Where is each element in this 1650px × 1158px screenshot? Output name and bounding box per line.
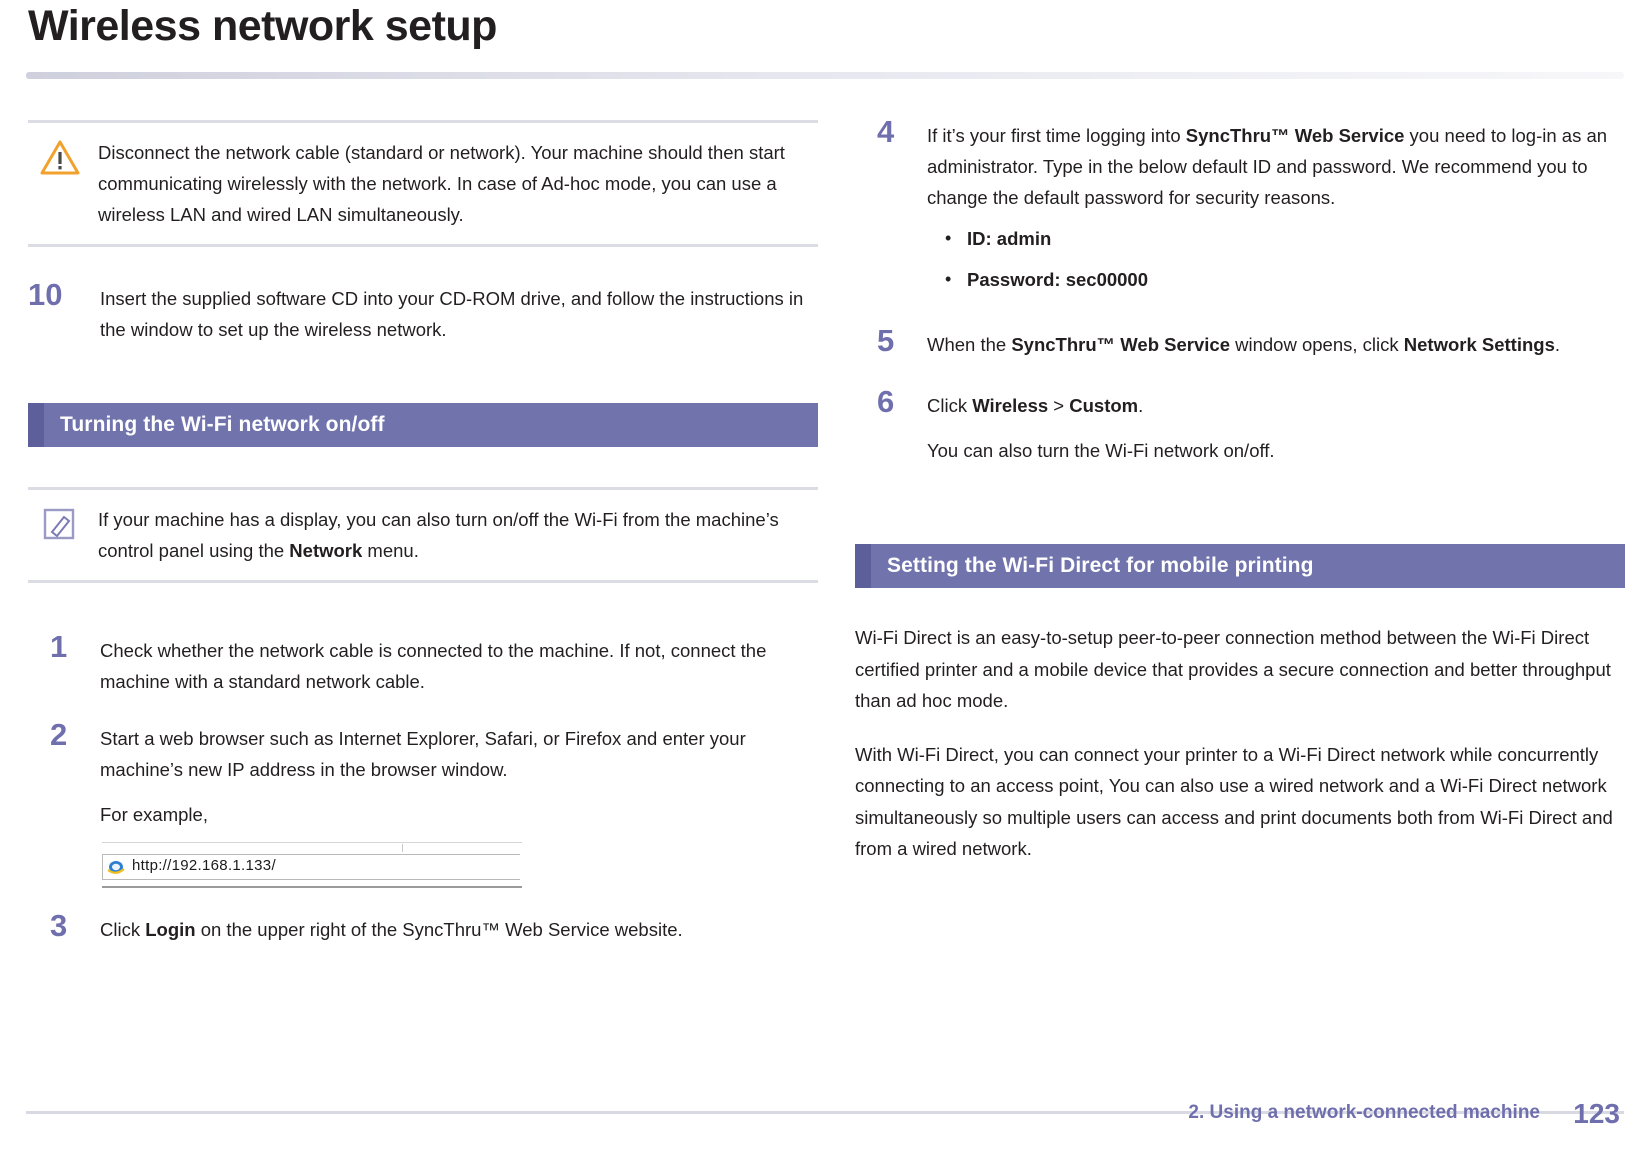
tip-note-bold: Network (289, 540, 363, 561)
page-title: Wireless network setup (28, 2, 497, 50)
step-2-example-label: For example, (100, 804, 208, 825)
browser-address-bar-figure: http://192.168.1.133/ (102, 842, 522, 888)
step-5-text-part2: window opens, click (1229, 334, 1404, 355)
wifi-direct-paragraph-2: With Wi-Fi Direct, you can connect your … (855, 743, 1613, 860)
step-10-number: 10 (28, 277, 63, 312)
step-2-number: 2 (50, 717, 68, 752)
step-3-text: Click Login on the upper right of the Sy… (100, 914, 818, 945)
step-10-text: Insert the supplied software CD into you… (100, 288, 804, 340)
address-bar-url-text: http://192.168.1.133/ (132, 857, 276, 874)
left-column: Disconnect the network cable (standard o… (28, 120, 818, 971)
step-5-bold-2: Network Settings (1403, 334, 1555, 355)
note-pencil-icon (40, 506, 80, 544)
step-1-number: 1 (50, 629, 68, 664)
bullet-dot-icon: • (945, 269, 952, 289)
step-6: 6 Click Wireless > Custom. You can also … (855, 384, 1625, 466)
title-divider (26, 72, 1624, 79)
tip-note: If your machine has a display, you can a… (28, 487, 818, 583)
address-bar-field (102, 854, 520, 880)
section-heading-turning-wifi: Turning the Wi-Fi network on/off (28, 403, 818, 447)
warning-note-text: Disconnect the network cable (standard o… (98, 142, 785, 225)
step-1-text: Check whether the network cable is conne… (100, 640, 767, 692)
step-3-bold: Login (145, 919, 196, 940)
step-4-bullet-password: • Password: sec00000 (927, 264, 1625, 295)
right-column: 4 If it’s your first time logging into S… (855, 114, 1625, 887)
step-6-number: 6 (877, 384, 895, 419)
wifi-direct-paragraph-1: Wi-Fi Direct is an easy-to-setup peer-to… (855, 627, 1611, 711)
section-heading-wifi-direct: Setting the Wi-Fi Direct for mobile prin… (855, 544, 1625, 588)
footer-page-number: 123 (1573, 1098, 1620, 1129)
footer-chapter-label: 2. Using a network-connected machine (1188, 1102, 1540, 1123)
step-6-subtext: You can also turn the Wi-Fi network on/o… (927, 440, 1275, 461)
step-6-text-part3: . (1138, 395, 1144, 416)
step-4-number: 4 (877, 114, 895, 149)
step-6-text-part1: Click (927, 395, 973, 416)
address-bar-grip (402, 844, 403, 852)
step-4-bullet-id: • ID: admin (927, 223, 1625, 254)
step-3-number: 3 (50, 908, 68, 943)
step-6-bold-2: Custom (1069, 395, 1139, 416)
section-heading-turning-wifi-label: Turning the Wi-Fi network on/off (60, 413, 385, 436)
section-tab-accent (28, 403, 44, 447)
step-2-text: Start a web browser such as Internet Exp… (100, 728, 746, 780)
warning-triangle-icon (40, 139, 80, 177)
footer-divider (26, 1111, 1624, 1114)
step-4-bullet-id-text: ID: admin (967, 228, 1052, 249)
step-6-bold-1: Wireless (972, 395, 1049, 416)
bullet-dot-icon: • (945, 228, 952, 248)
section-heading-wifi-direct-label: Setting the Wi-Fi Direct for mobile prin… (887, 554, 1314, 577)
step-5-number: 5 (877, 323, 895, 358)
step-4-text-part1: If it’s your first time logging into (927, 125, 1186, 146)
step-5-text-part1: When the (927, 334, 1012, 355)
step-2: 2 Start a web browser such as Internet E… (28, 717, 818, 888)
step-5: 5 When the SyncThru™ Web Service window … (855, 323, 1625, 360)
step-3-text-part2: on the upper right of the SyncThru™ Web … (195, 919, 683, 940)
step-6-text-part2: > (1048, 395, 1070, 416)
step-3: 3 Click Login on the upper right of the … (28, 908, 818, 945)
step-4-bold-1: SyncThru™ Web Service (1185, 125, 1405, 146)
step-4-text: If it’s your first time logging into Syn… (927, 120, 1625, 213)
step-4-text-part2: you need to log-in as an administrator. … (927, 125, 1608, 208)
step-6-text: Click Wireless > Custom. (927, 390, 1625, 421)
step-10: 10 Insert the supplied software CD into … (28, 277, 818, 345)
section-tab-accent (855, 544, 871, 588)
warning-note: Disconnect the network cable (standard o… (28, 120, 818, 247)
step-5-bold-1: SyncThru™ Web Service (1011, 334, 1230, 355)
step-5-text-part3: . (1554, 334, 1561, 355)
tip-note-text-part1: If your machine has a display, you can a… (98, 509, 779, 561)
internet-explorer-icon (107, 858, 125, 876)
address-bar-toolbar-edge (102, 842, 522, 851)
page-footer: 2. Using a network-connected machine 123 (0, 1096, 1650, 1136)
step-4-bullet-password-text: Password: sec00000 (967, 269, 1149, 290)
tip-note-text: If your machine has a display, you can a… (98, 504, 818, 566)
tip-note-text-part2: menu. (362, 540, 419, 561)
step-3-text-part1: Click (100, 919, 146, 940)
step-4: 4 If it’s your first time logging into S… (855, 114, 1625, 295)
step-5-text: When the SyncThru™ Web Service window op… (927, 329, 1625, 360)
step-1: 1 Check whether the network cable is con… (28, 629, 818, 697)
